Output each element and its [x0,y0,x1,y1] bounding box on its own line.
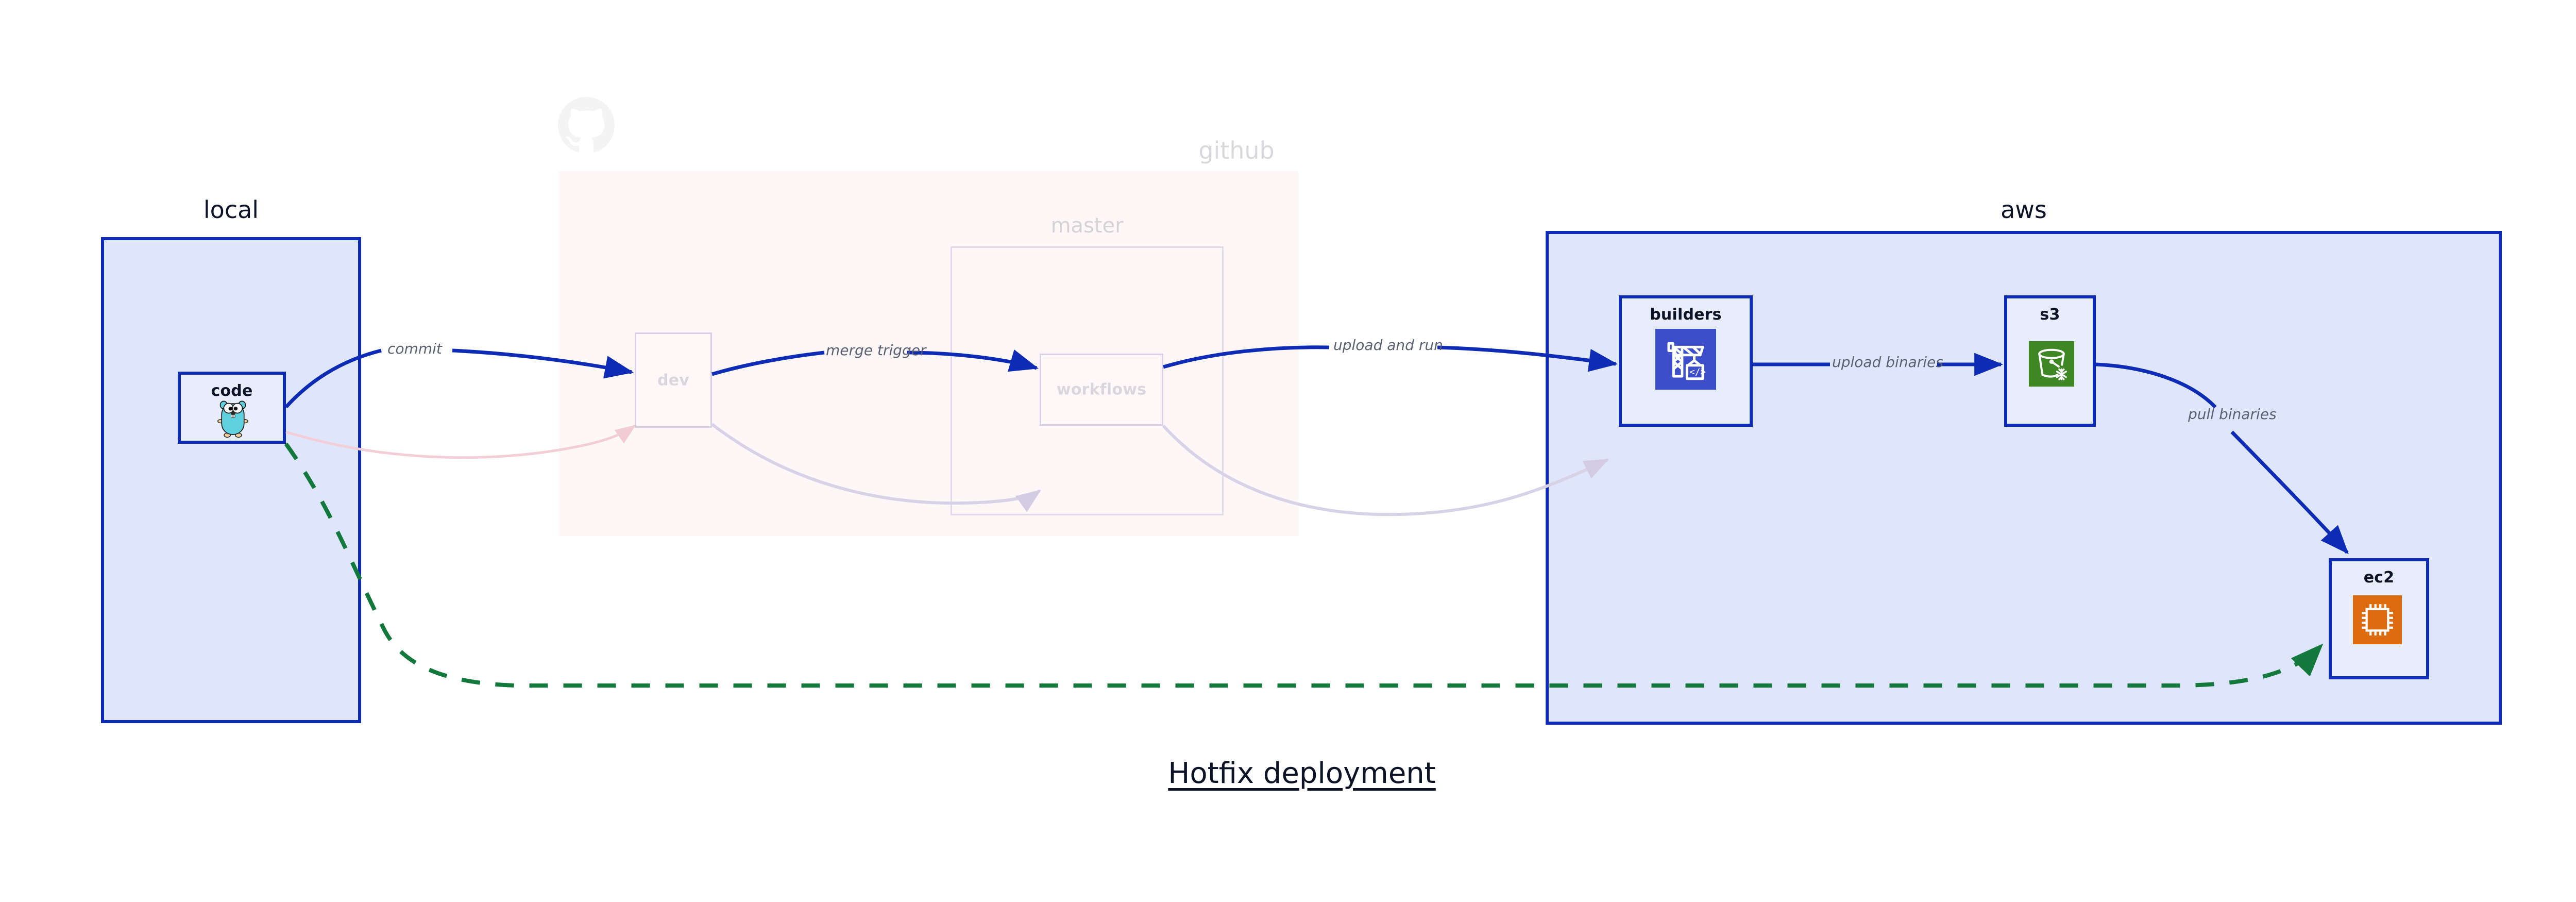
github-mark-icon [558,97,615,154]
node-code-label: code [211,382,253,400]
svg-text:</>: </> [1689,368,1706,378]
node-dev-label: dev [657,371,689,389]
aws-s3-glacier-icon [2029,341,2074,387]
edge-label-upload-and-run: upload and run [1333,337,1443,354]
edge-label-pull-binaries: pull binaries [2188,406,2277,423]
aws-codebuild-icon: </> [1655,329,1716,390]
diagram-title: Hotfix deployment [1168,757,1436,790]
aws-ec2-icon [2353,595,2402,644]
group-label-github: github [1198,137,1275,164]
node-s3-label: s3 [2040,306,2060,324]
node-workflows[interactable]: workflows [1040,354,1163,426]
group-label-aws: aws [2001,196,2047,224]
go-gopher-icon [215,396,250,438]
group-label-local: local [203,196,259,224]
edge-label-upload-binaries: upload binaries [1832,354,1943,371]
subgroup-label-master: master [1050,214,1124,238]
edge-label-merge-trigger: merge trigger [826,342,926,359]
node-dev[interactable]: dev [635,332,712,428]
node-ec2-label: ec2 [2363,569,2395,587]
edge-label-commit: commit [387,340,442,357]
node-workflows-label: workflows [1056,380,1147,399]
node-builders-label: builders [1650,306,1722,324]
group-local [101,237,361,723]
